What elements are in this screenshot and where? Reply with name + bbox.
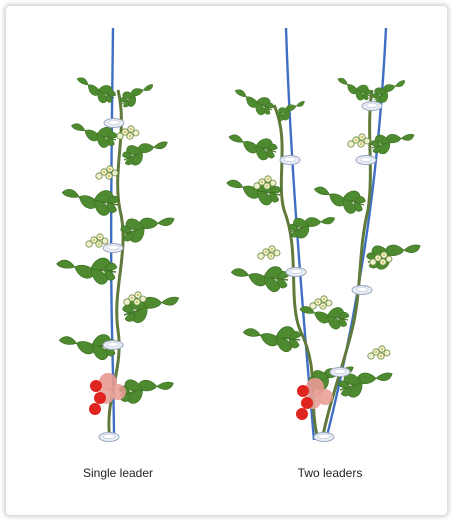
leaf-icon xyxy=(118,78,158,110)
tomato-icon xyxy=(89,373,126,415)
clip-icon xyxy=(99,433,119,442)
leaf-icon xyxy=(369,126,417,156)
caption-single-leader: Single leader xyxy=(83,466,153,480)
clip-icon xyxy=(352,286,372,295)
caption-two-leaders: Two leaders xyxy=(298,466,363,480)
clip-icon xyxy=(103,244,123,253)
clip-icon xyxy=(103,341,123,350)
clip-icon xyxy=(104,119,124,128)
leaf-icon xyxy=(311,178,368,217)
flower-icon xyxy=(368,346,390,359)
clip-icon xyxy=(280,156,300,165)
leaf-icon xyxy=(241,319,302,354)
two-leaders-plant xyxy=(224,28,424,442)
clip-icon xyxy=(362,102,382,111)
single-leader-plant xyxy=(55,28,183,442)
clip-icon xyxy=(286,268,306,277)
flower-icon xyxy=(258,246,280,259)
leaf-icon xyxy=(120,287,182,326)
leaf-icon xyxy=(231,82,276,119)
leaf-icon xyxy=(365,235,424,272)
leaf-icon xyxy=(229,259,290,294)
flower-icon xyxy=(310,296,332,309)
leaf-icon xyxy=(287,209,338,241)
clip-icon xyxy=(356,156,376,165)
leaf-icon xyxy=(225,126,279,163)
leaf-icon xyxy=(119,208,178,245)
flower-icon xyxy=(96,166,118,179)
leaf-icon xyxy=(55,250,118,286)
leaf-icon xyxy=(224,171,283,208)
clip-icon xyxy=(314,433,334,442)
leaf-icon xyxy=(334,72,374,104)
clip-icon xyxy=(330,368,350,377)
leaf-icon xyxy=(118,372,176,405)
flower-icon xyxy=(348,134,370,147)
